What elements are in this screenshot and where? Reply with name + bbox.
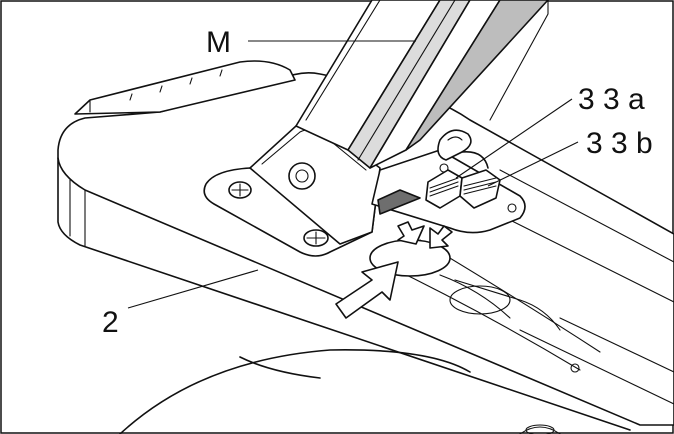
leader-lines [127, 40, 579, 309]
label-2: 2 [102, 306, 119, 339]
arrow-icon [335, 261, 399, 319]
left-bracket [203, 121, 381, 257]
arm-m [295, 0, 549, 169]
screw-icon [288, 162, 316, 190]
label-m: M [206, 26, 231, 59]
wheel-left [119, 349, 561, 434]
arrow-icon [397, 221, 453, 249]
label-33a: 3 3 a [578, 83, 645, 116]
label-33b: 3 3 b [586, 127, 653, 160]
clip-icon [425, 129, 501, 209]
